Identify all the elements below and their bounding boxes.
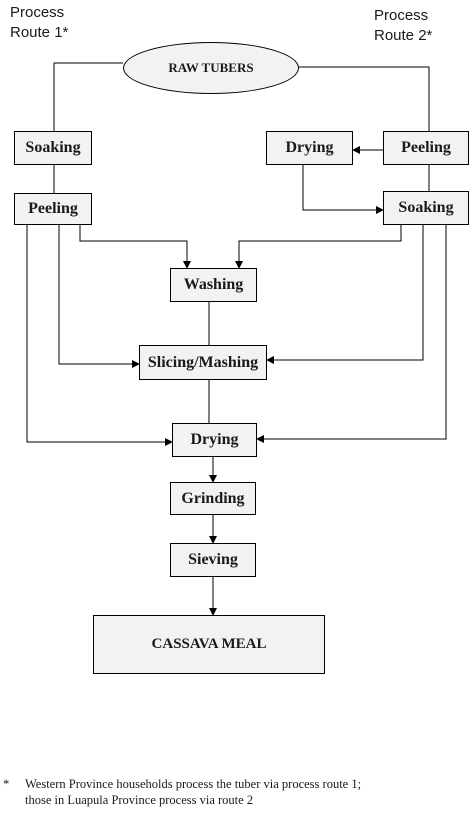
grinding-node: Grinding bbox=[170, 482, 256, 515]
route-2-label-line2: Route 2* bbox=[374, 27, 433, 44]
route-2-label: Process Route 2* bbox=[374, 6, 432, 46]
drying-node: Drying bbox=[172, 423, 257, 457]
soaking-route1-node: Soaking bbox=[14, 131, 92, 165]
connector-drying2-to-soaking2 bbox=[302, 165, 384, 214]
footnote: * Western Province households process th… bbox=[3, 776, 468, 808]
washing-node: Washing bbox=[170, 268, 257, 302]
connector-peeling1-to-washing bbox=[79, 225, 191, 269]
raw-tubers-node: RAW TUBERS bbox=[123, 42, 299, 94]
peeling-route2-node: Peeling bbox=[383, 131, 469, 165]
connector-soaking2-to-drying bbox=[256, 225, 447, 443]
drying-route2-node: Drying bbox=[266, 131, 353, 165]
soaking-route2-node: Soaking bbox=[383, 191, 469, 225]
footnote-marker: * bbox=[3, 777, 10, 791]
footnote-line1: Western Province households process the … bbox=[25, 777, 362, 791]
route-2-label-line1: Process bbox=[374, 7, 429, 24]
footnote-line2: those in Luapula Province process via ro… bbox=[25, 793, 254, 807]
sieving-node: Sieving bbox=[170, 543, 256, 577]
connector-peeling1-to-drying bbox=[26, 225, 173, 446]
route-1-label-line1: Process bbox=[10, 4, 65, 21]
cassava-meal-node: CASSAVA MEAL bbox=[93, 615, 325, 674]
route-1-label-line2: Route 1* bbox=[10, 24, 69, 41]
peeling-route1-node: Peeling bbox=[14, 193, 92, 225]
route-1-label: Process Route 1* bbox=[10, 3, 68, 43]
connector-soaking2-to-slicing bbox=[266, 225, 424, 364]
connector-soaking2-to-washing bbox=[235, 225, 402, 269]
connector-raw-to-soaking1 bbox=[53, 62, 123, 131]
connector-peeling1-to-slicing bbox=[58, 225, 140, 368]
slicing-mashing-node: Slicing/Mashing bbox=[139, 345, 267, 380]
connector-raw-to-peeling2 bbox=[299, 66, 430, 131]
